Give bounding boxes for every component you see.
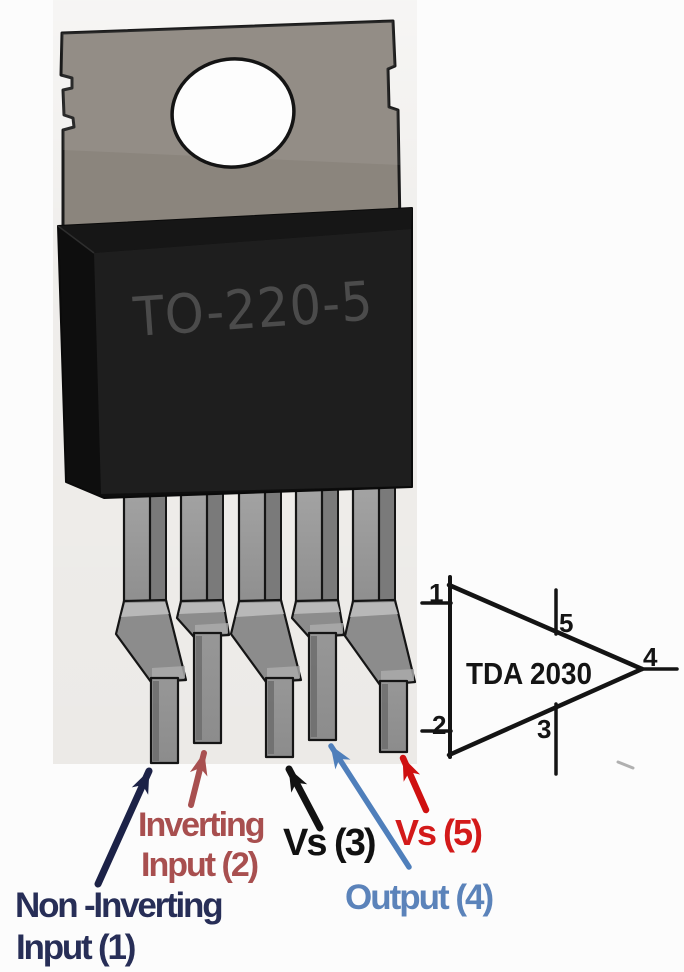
opamp-pin-number-1: 1 xyxy=(429,578,443,608)
package-tab xyxy=(59,19,402,230)
pin3-arrow xyxy=(285,765,324,832)
body-top-bevel xyxy=(58,208,412,253)
pin5-arrow xyxy=(399,754,430,814)
pin3-label: Vs (3) xyxy=(283,822,375,864)
pin1-label-line2: Input (1) xyxy=(16,928,135,967)
pin5-label: Vs (5) xyxy=(395,812,482,853)
stray-mark xyxy=(616,760,635,770)
body-front-face xyxy=(94,229,411,494)
mounting-hole xyxy=(170,57,296,169)
callout-arrows xyxy=(94,743,430,888)
pin2-arrow xyxy=(188,750,208,808)
pin1-arrow xyxy=(94,767,153,888)
pin1-label-line1: Non -Inverting xyxy=(15,886,222,925)
pin4-label: Output (4) xyxy=(345,878,493,917)
pin-5 xyxy=(343,470,417,754)
body-bevel-edge xyxy=(57,225,95,254)
pin2-label-line2: Input (2) xyxy=(141,846,258,884)
opamp-pin-number-4: 4 xyxy=(643,642,658,672)
opamp-triangle-bottom-edge xyxy=(446,666,645,758)
opamp-pin-number-3: 3 xyxy=(537,714,551,744)
package-pins xyxy=(114,470,417,765)
callout-labels: Inverting Input (2) Vs (3) Vs (5) Output… xyxy=(15,806,495,967)
opamp-part-name: TDA 2030 xyxy=(466,656,592,691)
pin-4 xyxy=(290,470,346,742)
opamp-pin-number-2: 2 xyxy=(432,710,446,740)
opamp-symbol: 1 2 5 3 4 TDA 2030 xyxy=(420,575,679,776)
pin4-arrow xyxy=(328,743,412,870)
opamp-triangle-top-edge xyxy=(446,582,645,672)
pin2-label-line1: Inverting xyxy=(138,806,264,844)
package-body: TO-220-5 xyxy=(57,207,413,499)
opamp-pin-number-5: 5 xyxy=(559,608,573,638)
